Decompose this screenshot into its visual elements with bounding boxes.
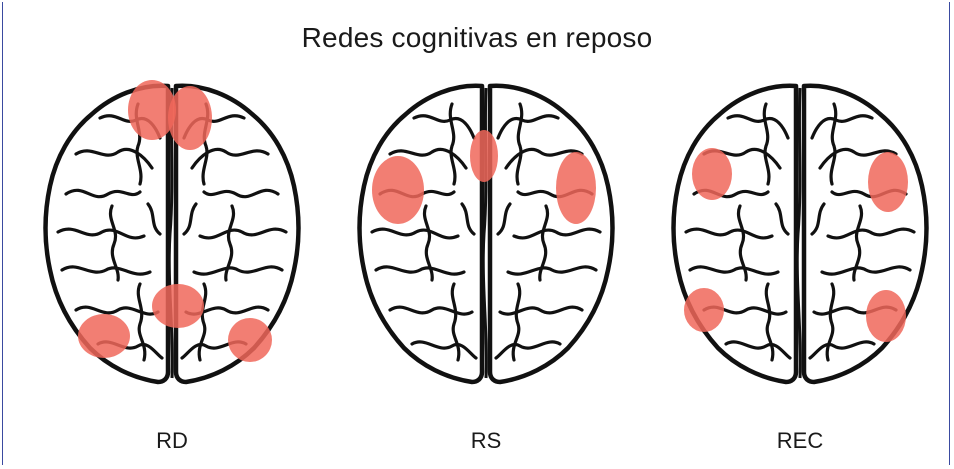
activation-region xyxy=(692,148,732,200)
brain-panel-rd xyxy=(40,74,304,394)
activation-region xyxy=(866,290,906,342)
activation-region xyxy=(78,314,130,358)
activation-region xyxy=(556,152,596,224)
activation-region xyxy=(470,130,498,182)
brain-panel-rs xyxy=(354,74,618,394)
figure-title: Redes cognitivas en reposo xyxy=(301,22,653,53)
activation-region xyxy=(152,284,204,328)
activation-region xyxy=(128,80,176,140)
panel-label-rec: REC xyxy=(776,428,824,453)
brain-icon xyxy=(40,80,304,394)
brain-panel-rec xyxy=(668,74,932,394)
activation-region xyxy=(868,152,908,212)
activation-region xyxy=(372,156,424,224)
panel-label-rd: RD xyxy=(156,428,188,453)
brain-icon xyxy=(668,74,932,394)
activation-region xyxy=(684,288,724,332)
panel-label-rs: RS xyxy=(470,428,502,453)
activation-region xyxy=(228,318,272,362)
activation-region xyxy=(168,86,212,150)
brain-icon xyxy=(354,74,618,394)
